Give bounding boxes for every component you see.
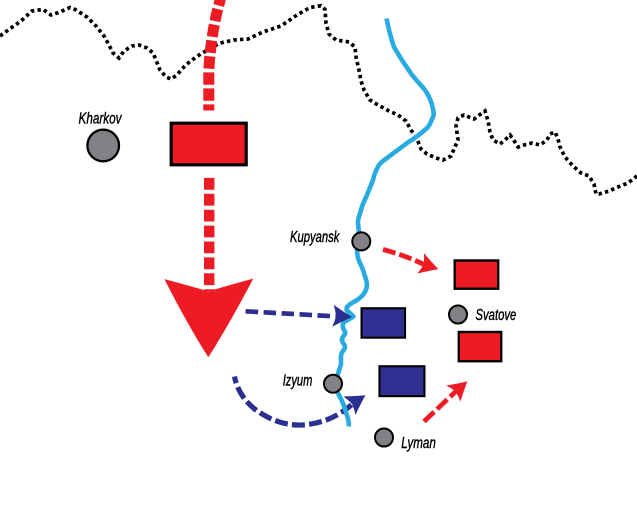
- svg-text:Lyman: Lyman: [401, 435, 436, 452]
- svg-text:Svatove: Svatove: [476, 307, 517, 324]
- svg-text:Kupyansk: Kupyansk: [290, 229, 340, 246]
- svg-text:Kharkov: Kharkov: [79, 110, 123, 127]
- svg-text:Izyum: Izyum: [283, 372, 313, 389]
